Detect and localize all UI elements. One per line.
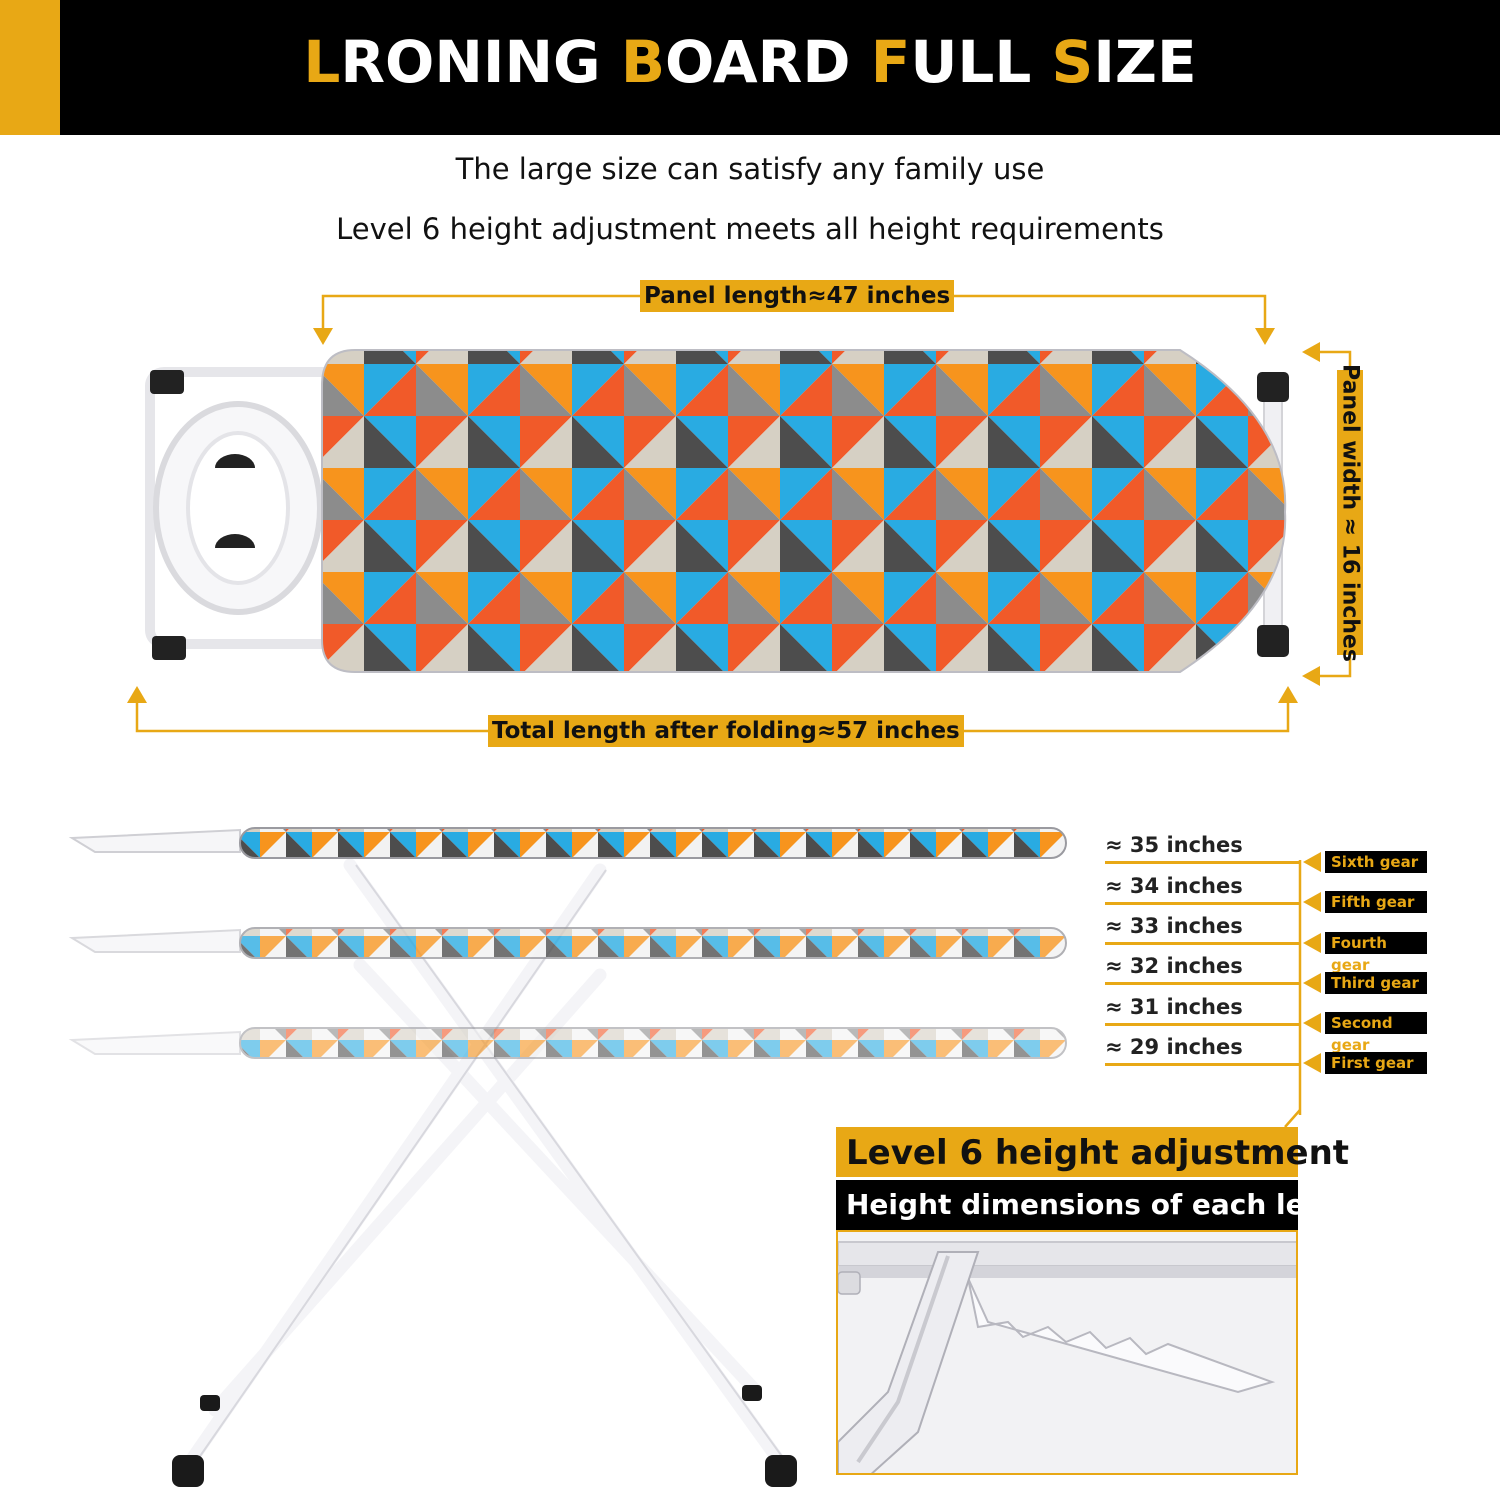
- panel-length-label: Panel length≈47 inches: [640, 280, 955, 312]
- panel-width-dimension: [1320, 350, 1352, 678]
- arrow-left-down-icon: [313, 328, 333, 345]
- gear-badge-5: Fifth gear: [1325, 891, 1427, 913]
- arrow-left-up-icon: [127, 686, 147, 703]
- title-initial-3: F: [870, 28, 911, 96]
- adjustment-subtitle: Height dimensions of each level: [846, 1188, 1352, 1221]
- subtitle-line-2: Level 6 height adjustment meets all heig…: [336, 212, 1164, 246]
- foot-cap-left: [172, 1455, 204, 1487]
- gear-badge-2: Second gear: [1325, 1012, 1427, 1054]
- panel-width-label-box: Panel width ≈ 16 inches: [1337, 364, 1363, 661]
- board-level-high: [68, 827, 1067, 859]
- ironing-board-top-view: [321, 349, 1287, 673]
- arrow-right-down-icon: [1255, 328, 1275, 345]
- foot-cap-back-left: [200, 1395, 220, 1411]
- panel-length-dimension: [321, 294, 1267, 330]
- gear-badge-3: Third gear: [1325, 972, 1427, 994]
- title-word-2: OARD: [665, 28, 871, 96]
- arrow-width-top-icon: [1302, 342, 1320, 362]
- level-height-3: ≈ 32 inches: [1105, 954, 1300, 985]
- height-mechanism-detail: [836, 1230, 1298, 1475]
- foot-cap-back-right: [742, 1385, 762, 1401]
- total-length-dimension: [135, 700, 1290, 733]
- gear-badge-6: Sixth gear: [1325, 851, 1427, 873]
- gear-arrow-icon: [1303, 1053, 1321, 1073]
- arrow-right-up-icon: [1278, 686, 1298, 703]
- page-title: LRONING BOARD FULL SIZE: [0, 28, 1500, 96]
- level-height-6: ≈ 35 inches: [1105, 833, 1300, 864]
- board-level-middle: [68, 927, 1067, 959]
- gear-arrow-icon: [1303, 973, 1321, 993]
- board-legs-outline: [195, 864, 787, 1463]
- title-word-3: ULL: [910, 28, 1052, 96]
- title-word-1: RONING: [340, 28, 621, 96]
- subtitle-line-1: The large size can satisfy any family us…: [455, 152, 1045, 186]
- header-accent-bar: [0, 0, 60, 135]
- arrow-width-bottom-icon: [1302, 666, 1320, 686]
- level-height-5: ≈ 34 inches: [1105, 874, 1300, 905]
- total-length-label: Total length after folding≈57 inches: [488, 715, 964, 747]
- adjustment-title-box: [836, 1127, 1298, 1177]
- board-level-low: [68, 1027, 1067, 1059]
- adjustment-title: Level 6 height adjustment: [846, 1133, 1350, 1173]
- gear-badge-4: Fourth gear: [1325, 932, 1427, 974]
- level-height-2: ≈ 31 inches: [1105, 995, 1300, 1026]
- level-height-4: ≈ 33 inches: [1105, 914, 1300, 945]
- gear-badge-1: First gear: [1325, 1052, 1427, 1074]
- title-initial-4: S: [1051, 28, 1094, 96]
- foot-cap-right: [765, 1455, 797, 1487]
- panel-width-label: Panel width ≈ 16 inches: [1337, 363, 1363, 662]
- gear-arrow-icon: [1303, 933, 1321, 953]
- title-initial-2: B: [620, 28, 666, 96]
- title-initial-1: L: [303, 28, 341, 96]
- gear-arrow-icon: [1303, 852, 1321, 872]
- gear-arrow-icon: [1303, 1013, 1321, 1033]
- header-bar: [0, 0, 1500, 135]
- adjustment-subtitle-box: [836, 1180, 1298, 1230]
- mechanism-closeup: [838, 1232, 1296, 1473]
- gear-arrow-icon: [1303, 892, 1321, 912]
- level-height-1: ≈ 29 inches: [1105, 1035, 1300, 1066]
- title-word-4: IZE: [1093, 28, 1197, 96]
